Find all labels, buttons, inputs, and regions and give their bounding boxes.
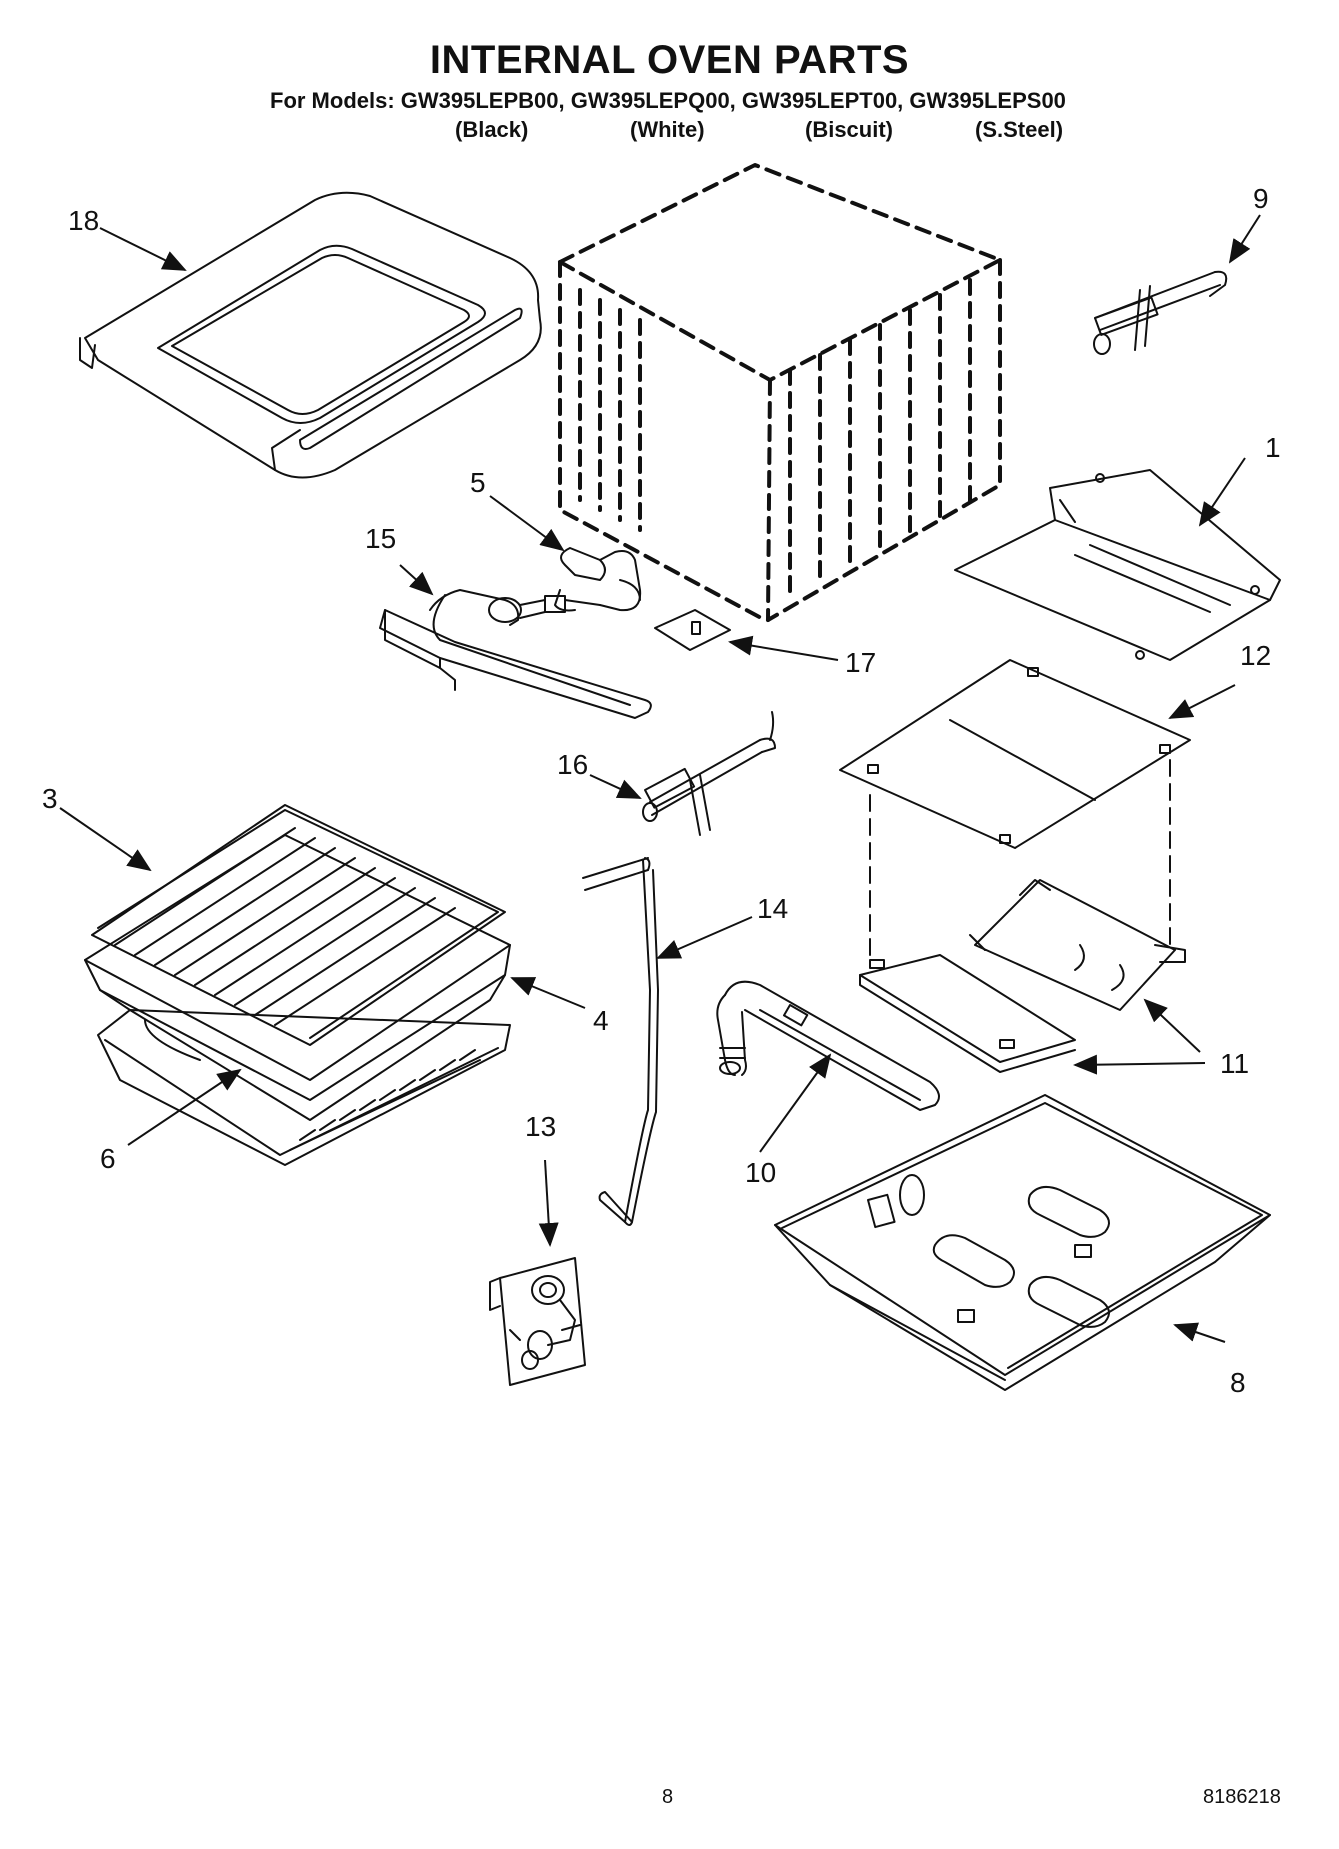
models-line: For Models: GW395LEPB00, GW395LEPQ00, GW… bbox=[270, 88, 1066, 113]
leader-17 bbox=[728, 635, 839, 661]
leader-15 bbox=[399, 564, 434, 596]
callout-14: 14 bbox=[757, 893, 788, 924]
color-biscuit: (Biscuit) bbox=[805, 117, 893, 142]
leader-lines bbox=[59, 214, 1261, 1343]
callout-labels: 18 9 1 5 15 17 12 16 3 14 4 11 6 10 13 8 bbox=[42, 183, 1281, 1398]
callout-18: 18 bbox=[68, 205, 99, 236]
part-4-broiler-pan bbox=[84, 834, 511, 1121]
part-12-guide-lines bbox=[869, 759, 1171, 966]
callout-15: 15 bbox=[365, 523, 396, 554]
callout-3: 3 bbox=[42, 783, 58, 814]
callout-11: 11 bbox=[1220, 1048, 1249, 1079]
leader-4 bbox=[510, 977, 586, 1009]
color-s-steel: (S.Steel) bbox=[975, 117, 1064, 142]
color-white: (White) bbox=[630, 117, 705, 142]
part-9-broil-igniter bbox=[1093, 270, 1228, 355]
callout-6: 6 bbox=[100, 1143, 116, 1174]
part-11-bracket-front bbox=[859, 954, 1076, 1073]
callout-13: 13 bbox=[525, 1111, 556, 1142]
callout-1: 1 bbox=[1265, 432, 1281, 463]
part-5-orifice-holder bbox=[554, 547, 642, 612]
part-3-broiler-grid bbox=[91, 804, 506, 1046]
leader-3 bbox=[59, 807, 152, 872]
leader-6 bbox=[127, 1068, 242, 1146]
part-14-gas-tube bbox=[582, 857, 659, 1226]
leader-1 bbox=[1198, 457, 1246, 527]
callout-4: 4 bbox=[593, 1005, 609, 1036]
callout-9: 9 bbox=[1253, 183, 1269, 214]
part-17-bracket bbox=[654, 609, 731, 651]
leader-16 bbox=[589, 774, 642, 799]
part-1-heat-shield bbox=[954, 469, 1281, 661]
part-10-broil-burner bbox=[716, 980, 940, 1111]
page-number: 8 bbox=[662, 1786, 674, 1808]
leader-5 bbox=[489, 495, 565, 552]
part-16-bake-igniter bbox=[642, 711, 776, 836]
callout-8: 8 bbox=[1230, 1367, 1246, 1398]
callout-5: 5 bbox=[470, 467, 486, 498]
part-13-oven-valve bbox=[489, 1257, 586, 1386]
leader-18 bbox=[99, 227, 187, 271]
oven-cavity-outline bbox=[558, 163, 1002, 622]
leader-8 bbox=[1173, 1322, 1226, 1343]
part-15-bake-burner bbox=[379, 589, 652, 719]
leader-9 bbox=[1228, 214, 1261, 264]
leader-12 bbox=[1168, 684, 1236, 719]
part-12-baffle bbox=[839, 659, 1191, 849]
callout-10: 10 bbox=[745, 1157, 776, 1188]
callout-17: 17 bbox=[845, 647, 876, 678]
leader-14 bbox=[656, 916, 753, 959]
part-8-oven-bottom bbox=[774, 1094, 1271, 1391]
document-number: 8186218 bbox=[1203, 1786, 1281, 1808]
part-18-oven-top bbox=[79, 191, 542, 479]
callout-16: 16 bbox=[557, 749, 588, 780]
part-6-oven-rack bbox=[97, 1009, 511, 1166]
leader-11b bbox=[1073, 1054, 1206, 1075]
callout-12: 12 bbox=[1240, 640, 1271, 671]
leader-10 bbox=[759, 1053, 832, 1153]
leader-11a bbox=[1143, 998, 1201, 1053]
part-11-bracket-rear bbox=[969, 879, 1186, 1011]
leader-13 bbox=[538, 1159, 559, 1247]
page-title: INTERNAL OVEN PARTS bbox=[429, 38, 910, 82]
color-black: (Black) bbox=[455, 117, 529, 142]
